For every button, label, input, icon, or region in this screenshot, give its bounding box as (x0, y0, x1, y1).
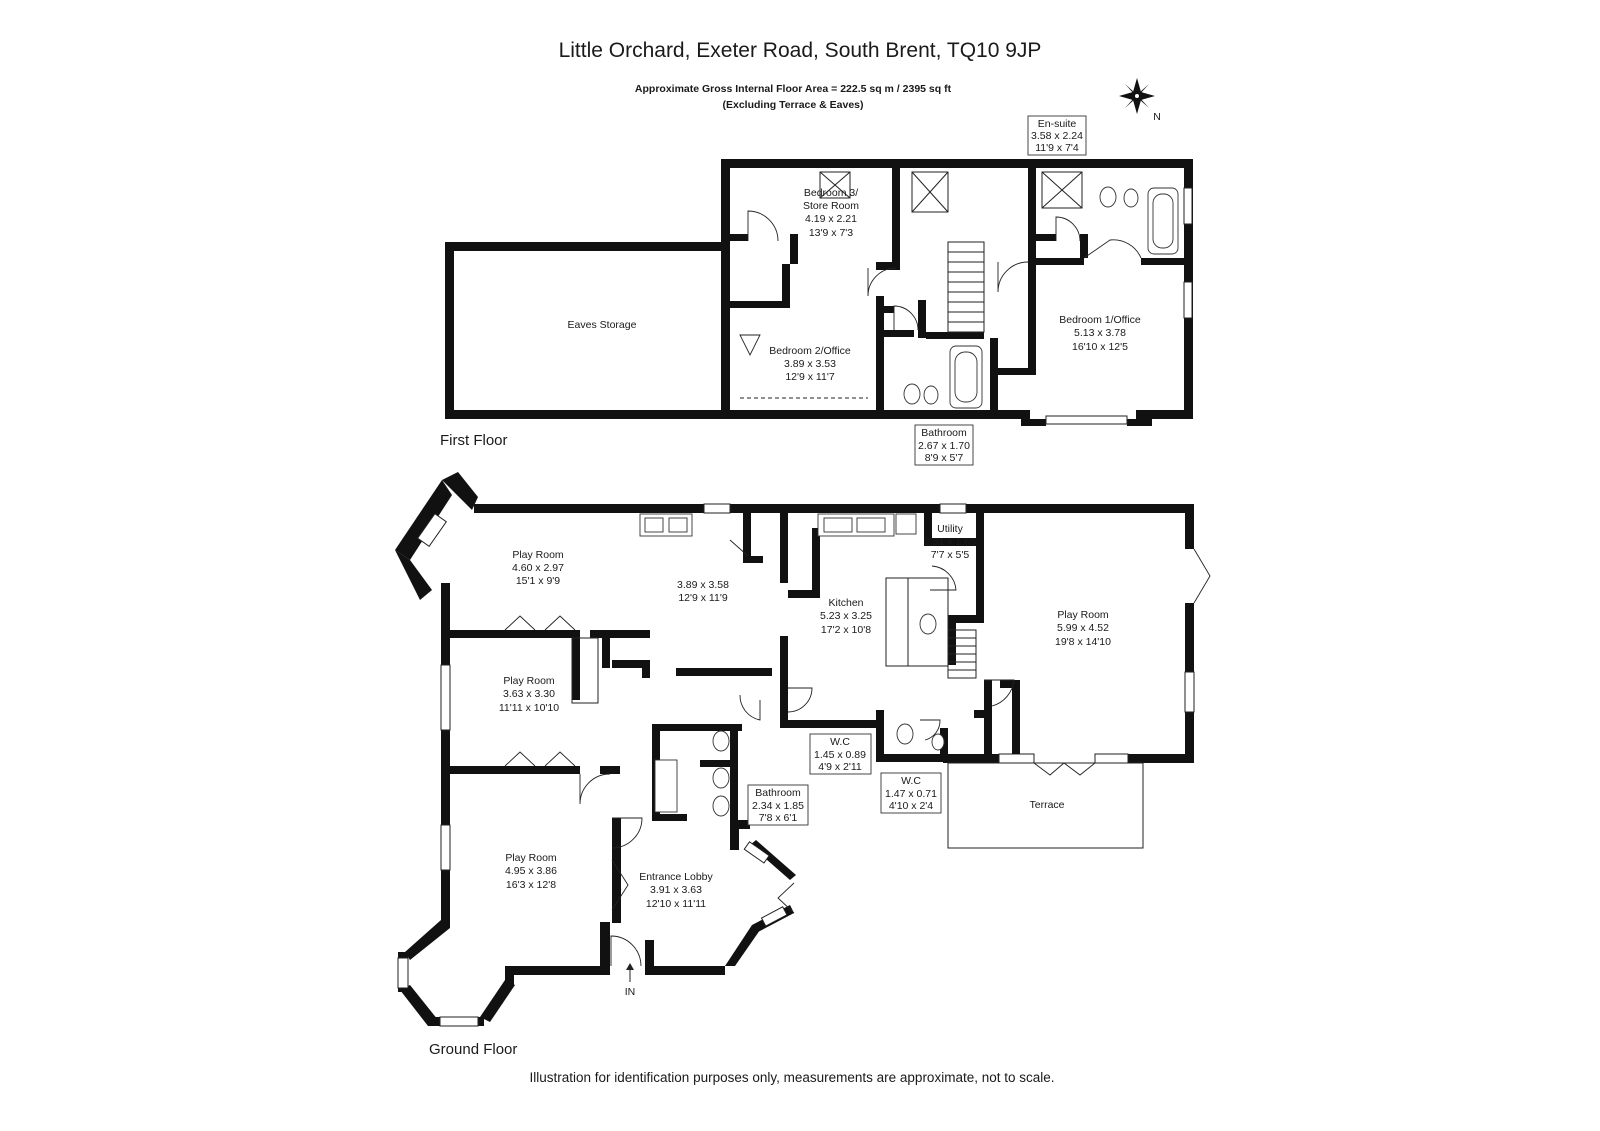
bedroom3-name: Bedroom 3/ (804, 187, 858, 199)
disclaimer-footer: Illustration for identification purposes… (529, 1070, 1054, 1085)
wc2-metric: 1.47 x 0.71 (885, 788, 937, 800)
wc2-imperial: 4'10 x 2'4 (889, 800, 933, 812)
bedroom3-imperial: 13'9 x 7'3 (809, 227, 853, 239)
ground-floor-plan (395, 472, 1211, 1027)
gf-bathroom-metric: 2.34 x 1.85 (752, 800, 804, 812)
playroom-b-metric: 5.99 x 4.52 (1057, 622, 1109, 634)
playroom-d-metric: 4.95 x 3.86 (505, 865, 557, 877)
utility-metric: 2.31 x 1.65 (924, 536, 976, 548)
room-unnamed-metric: 3.89 x 3.58 (677, 579, 729, 591)
wc2-label-box (880, 772, 942, 814)
playroom-a-imperial: 15'1 x 9'9 (516, 575, 560, 587)
area-exclusion-note: (Excluding Terrace & Eaves) (722, 99, 863, 111)
ensuite-imperial: 11'9 x 7'4 (1035, 142, 1079, 154)
bedroom2-imperial: 12'9 x 11'7 (785, 371, 835, 383)
playroom-a-name: Play Room (512, 549, 564, 561)
playroom-d-imperial: 16'3 x 12'8 (506, 879, 556, 891)
bedroom3-metric: 4.19 x 2.21 (805, 213, 857, 225)
wc1-name: W.C (830, 736, 850, 748)
bedroom3-name-line2: Store Room (803, 200, 859, 212)
entrance-lobby-name: Entrance Lobby (639, 871, 713, 883)
bedroom1-name: Bedroom 1/Office (1059, 314, 1141, 326)
ff-bathroom-label-box (914, 424, 974, 466)
bedroom1-imperial: 16'10 x 12'5 (1072, 341, 1128, 353)
playroom-b-name: Play Room (1057, 609, 1109, 621)
playroom-d-name: Play Room (505, 852, 557, 864)
wc2-name: W.C (901, 775, 921, 787)
kitchen-name: Kitchen (828, 597, 863, 609)
wc1-label-box (809, 733, 872, 775)
ground-floor-label: Ground Floor (429, 1041, 517, 1058)
ensuite-metric: 3.58 x 2.24 (1031, 130, 1083, 142)
entry-marker: IN (625, 986, 636, 998)
bedroom1-metric: 5.13 x 3.78 (1074, 327, 1126, 339)
playroom-c-imperial: 11'11 x 10'10 (499, 702, 559, 714)
ff-bathroom-name: Bathroom (921, 427, 967, 439)
compass-rose-icon (1119, 78, 1155, 114)
gf-bathroom-imperial: 7'8 x 6'1 (759, 812, 798, 824)
ensuite-name: En-suite (1038, 118, 1077, 130)
entrance-lobby-metric: 3.91 x 3.63 (650, 884, 702, 896)
playroom-c-metric: 3.63 x 3.30 (503, 688, 555, 700)
utility-imperial: 7'7 x 5'5 (931, 549, 970, 561)
bedroom2-metric: 3.89 x 3.53 (784, 358, 836, 370)
wc1-metric: 1.45 x 0.89 (814, 749, 866, 761)
gf-bathroom-label-box (747, 784, 809, 826)
eaves-storage-label: Eaves Storage (568, 319, 637, 331)
area-summary: Approximate Gross Internal Floor Area = … (635, 83, 952, 95)
first-floor-label: First Floor (440, 432, 508, 449)
gf-bathroom-name: Bathroom (755, 787, 801, 799)
compass-north-label: N (1153, 111, 1161, 123)
ff-bathroom-metric: 2.67 x 1.70 (918, 440, 970, 452)
kitchen-imperial: 17'2 x 10'8 (821, 624, 871, 636)
bedroom2-name: Bedroom 2/Office (769, 345, 851, 357)
ensuite-label-box (1027, 115, 1087, 156)
playroom-a-metric: 4.60 x 2.97 (512, 562, 564, 574)
terrace-label: Terrace (1029, 799, 1064, 811)
room-unnamed-imperial: 12'9 x 11'9 (678, 592, 728, 604)
kitchen-metric: 5.23 x 3.25 (820, 610, 872, 622)
wc1-imperial: 4'9 x 2'11 (818, 761, 862, 773)
utility-name: Utility (937, 523, 963, 535)
playroom-b-imperial: 19'8 x 14'10 (1055, 636, 1111, 648)
ff-bathroom-imperial: 8'9 x 5'7 (925, 452, 964, 464)
plan-title: Little Orchard, Exeter Road, South Brent… (559, 39, 1042, 62)
playroom-c-name: Play Room (503, 675, 555, 687)
first-floor-plan (445, 159, 1193, 426)
entrance-lobby-imperial: 12'10 x 11'11 (646, 898, 706, 910)
